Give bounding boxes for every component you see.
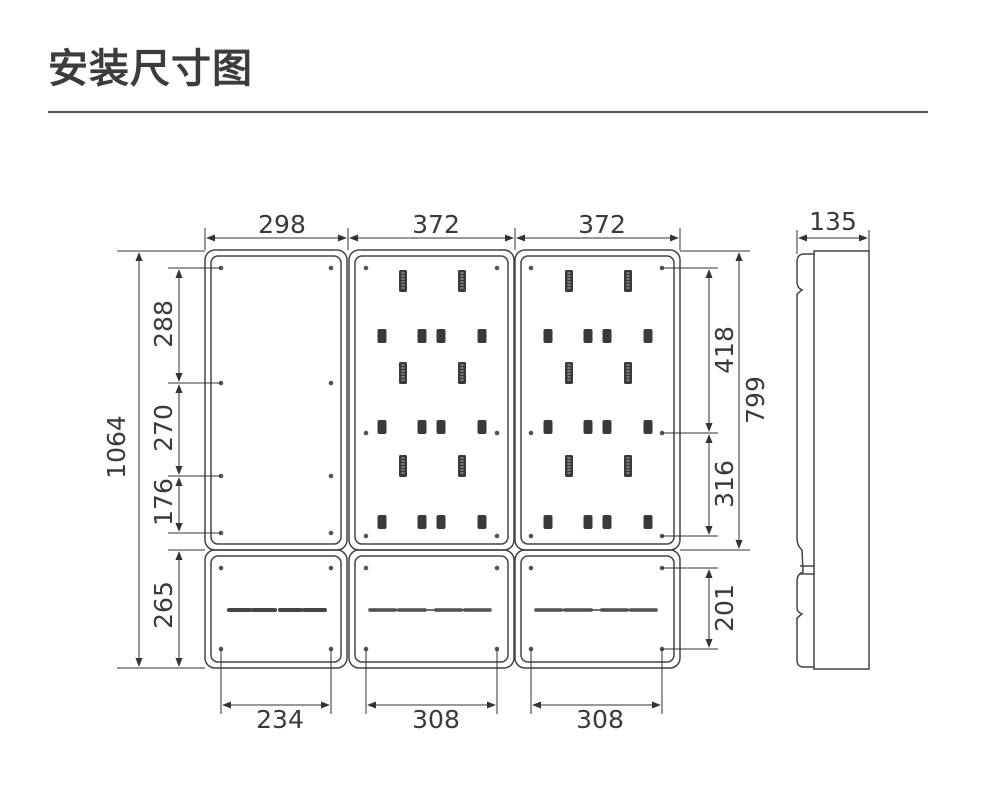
page-title: 安装尺寸图	[48, 46, 253, 92]
height-label-288: 288	[149, 300, 178, 348]
width-label-middle-panel: 372	[412, 210, 460, 239]
meter-fittings-middle	[377, 269, 487, 529]
meter-height-label: 799	[741, 376, 770, 424]
cabinet-front-view	[204, 249, 681, 669]
height-label-265: 265	[149, 581, 178, 629]
dimension-labels: 298 372 372 135 1064 288 270 176 265 418…	[102, 207, 857, 734]
height-label-418: 418	[710, 326, 739, 374]
panel-left-upper	[204, 249, 348, 551]
height-label-201: 201	[710, 584, 739, 632]
panel-middle-upper	[348, 249, 515, 551]
panel-right-upper	[514, 249, 681, 551]
height-label-176: 176	[149, 478, 178, 526]
hole-spacing-label-middle: 308	[412, 705, 460, 734]
height-label-270: 270	[149, 404, 178, 452]
hole-spacing-label-right: 308	[576, 705, 624, 734]
width-label-right-panel: 372	[578, 210, 626, 239]
panel-left-lower	[204, 549, 348, 669]
width-label-left-panel: 298	[258, 210, 306, 239]
height-label-316: 316	[710, 460, 739, 508]
panel-right-lower	[514, 549, 681, 669]
panel-middle-lower	[348, 549, 515, 669]
title-divider	[48, 111, 928, 113]
meter-fittings-right	[543, 269, 653, 529]
mounting-holes	[218, 265, 665, 652]
hole-spacing-label-left: 234	[256, 705, 304, 734]
cabinet-side-view	[796, 250, 870, 670]
depth-label: 135	[809, 207, 857, 236]
total-height-label: 1064	[102, 415, 131, 479]
dimension-lines	[117, 228, 870, 714]
